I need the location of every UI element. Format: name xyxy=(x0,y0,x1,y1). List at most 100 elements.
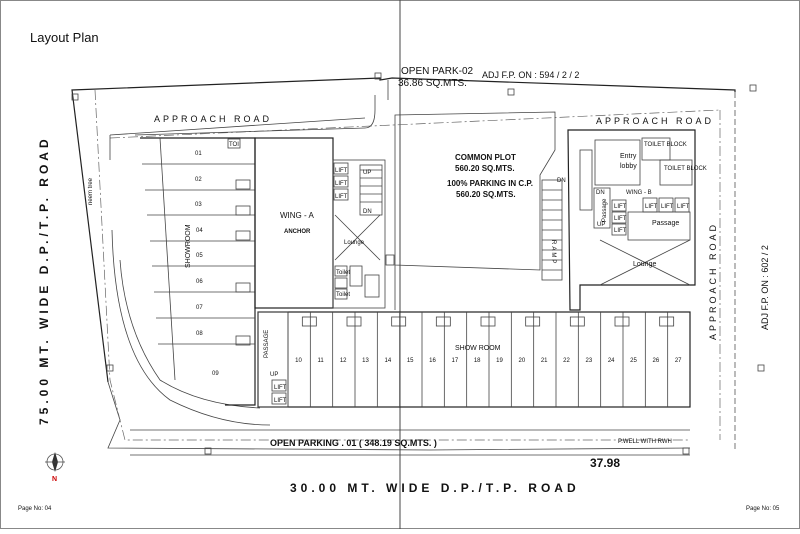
curved-road-edge xyxy=(119,259,261,409)
unit-10: 10 xyxy=(295,358,302,364)
unit-27: 27 xyxy=(675,358,682,364)
approach-road-edge xyxy=(109,117,366,136)
page-number-left: Page No: 04 xyxy=(18,506,52,512)
anchor-label: ANCHOR xyxy=(284,229,311,235)
open-park-label-2: 36.86 SQ.MTS. xyxy=(398,78,467,89)
unit-toilet xyxy=(391,316,407,327)
ramp-dn: DN xyxy=(557,178,566,184)
entry-lobby-1: Entry xyxy=(620,153,637,160)
unit-toilet xyxy=(480,316,496,327)
unit-toilet xyxy=(435,316,451,327)
unit-11: 11 xyxy=(318,358,325,364)
wing-a-lift-1: LIFT xyxy=(335,168,348,174)
unit-19: 19 xyxy=(496,358,503,364)
unit-13: 13 xyxy=(362,358,369,364)
open-park-label-1: OPEN PARK-02 xyxy=(401,66,473,77)
unit-12: 12 xyxy=(340,358,347,364)
unit-toilet xyxy=(525,316,541,327)
unit-09: 09 xyxy=(212,371,219,377)
wing-a-lift-3: LIFT xyxy=(335,194,348,200)
unit-toilet xyxy=(614,316,630,327)
approach-road-right-label: APPROACH ROAD xyxy=(708,222,718,340)
wing-b-label: WING - B xyxy=(626,190,652,196)
unit-08: 08 xyxy=(196,331,203,337)
passage-bottom-label: PASSAGE xyxy=(264,330,270,358)
toilet-label: TOI xyxy=(229,142,239,148)
wing-a-block xyxy=(254,137,395,309)
unit-18: 18 xyxy=(474,358,481,364)
wing-a-lounge: Lounge xyxy=(344,240,365,246)
unit-23: 23 xyxy=(586,358,593,364)
page-title: Layout Plan xyxy=(30,30,99,45)
compass-n: N xyxy=(52,476,57,483)
page-number-right: Page No: 05 xyxy=(746,506,780,512)
unit-20: 20 xyxy=(519,358,526,364)
unit-03: 03 xyxy=(195,202,202,208)
adj-fp-top-label: ADJ F.P. ON : 594 / 2 / 2 xyxy=(482,70,579,80)
north-compass-icon: N xyxy=(45,452,65,483)
wing-b-lift-3: LIFT xyxy=(614,228,627,234)
wing-b-up: UP xyxy=(597,222,605,228)
wing-b-lounge: Lounge xyxy=(633,261,656,268)
unit-17: 17 xyxy=(452,358,459,364)
adj-fp-right-label: ADJ F.P. ON : 602 / 2 xyxy=(760,245,770,330)
setback-line xyxy=(94,89,690,441)
wing-b-lift-1: LIFT xyxy=(614,204,627,210)
unit-toilet xyxy=(659,316,675,327)
unit-22: 22 xyxy=(563,358,570,364)
wing-b-lift-4: LIFT xyxy=(645,204,658,210)
unit-16: 16 xyxy=(429,358,436,364)
unit-toilet xyxy=(301,316,317,327)
unit-02: 02 xyxy=(195,177,202,183)
wing-a-stair-dn: DN xyxy=(363,209,372,215)
wing-b-block xyxy=(541,129,696,311)
boundary-pillars xyxy=(71,72,765,455)
unit-06: 06 xyxy=(196,279,203,285)
approach-road-top-right-label: APPROACH ROAD xyxy=(596,116,714,126)
well-label: P.WELL WITH RWH xyxy=(618,439,672,445)
wing-a-stair-up: UP xyxy=(363,170,371,176)
unit-04: 04 xyxy=(196,228,203,234)
unit-toilet xyxy=(346,316,362,327)
show-room-label: SHOW ROOM xyxy=(455,345,501,352)
unit-26: 26 xyxy=(653,358,660,364)
unit-15: 15 xyxy=(407,358,414,364)
wing-a-lift-2: LIFT xyxy=(335,181,348,187)
unit-14: 14 xyxy=(385,358,392,364)
entry-lobby-2: lobby xyxy=(620,163,637,170)
unit-01: 01 xyxy=(195,151,202,157)
unit-05: 05 xyxy=(196,253,203,259)
bottom-lift-2: LIFT xyxy=(274,398,287,404)
tree-note: neem tree xyxy=(88,177,94,205)
showroom-left-label: SHOWROOM xyxy=(185,224,192,268)
plot-boundary-top xyxy=(71,77,736,383)
unit-21: 21 xyxy=(541,358,548,364)
toilet-block-2: TOILET BLOCK xyxy=(664,166,707,172)
wing-b-lift-5: LIFT xyxy=(661,204,674,210)
wing-b-lift-2: LIFT xyxy=(614,216,627,222)
parking-label-2: 560.20 SQ.MTS. xyxy=(456,190,516,199)
common-plot-label-2: 560.20 SQ.MTS. xyxy=(455,164,515,173)
approach-road-top-left xyxy=(109,95,376,160)
open-parking-label: OPEN PARKING . 01 ( 348.19 SQ.MTS. ) xyxy=(270,438,437,448)
dimension-label: 37.98 xyxy=(590,456,620,470)
plot-boundary-bottom xyxy=(107,381,691,451)
unit-toilet xyxy=(569,316,585,327)
bottom-lift-1: LIFT xyxy=(274,385,287,391)
curved-road-edge-outer xyxy=(111,229,271,426)
common-plot-label-1: COMMON PLOT xyxy=(455,153,516,162)
wing-b-passage-v: Passage xyxy=(602,198,608,222)
unit-07: 07 xyxy=(196,305,203,311)
parking-label-1: 100% PARKING IN C.P. xyxy=(447,179,533,188)
bottom-road-label: 30.00 MT. WIDE D.P./T.P. ROAD xyxy=(290,481,580,495)
left-road-label: 75.00 MT. WIDE D.P./T.P. ROAD xyxy=(37,135,51,425)
approach-road-top-left-label: APPROACH ROAD xyxy=(154,114,272,124)
wing-b-lift-6: LIFT xyxy=(677,204,690,210)
wing-b-passage: Passage xyxy=(652,220,679,227)
wing-a-toilet-2: Toilet xyxy=(336,292,350,298)
toilet-block-1: TOILET BLOCK xyxy=(644,142,687,148)
setback-line-top xyxy=(109,109,721,139)
